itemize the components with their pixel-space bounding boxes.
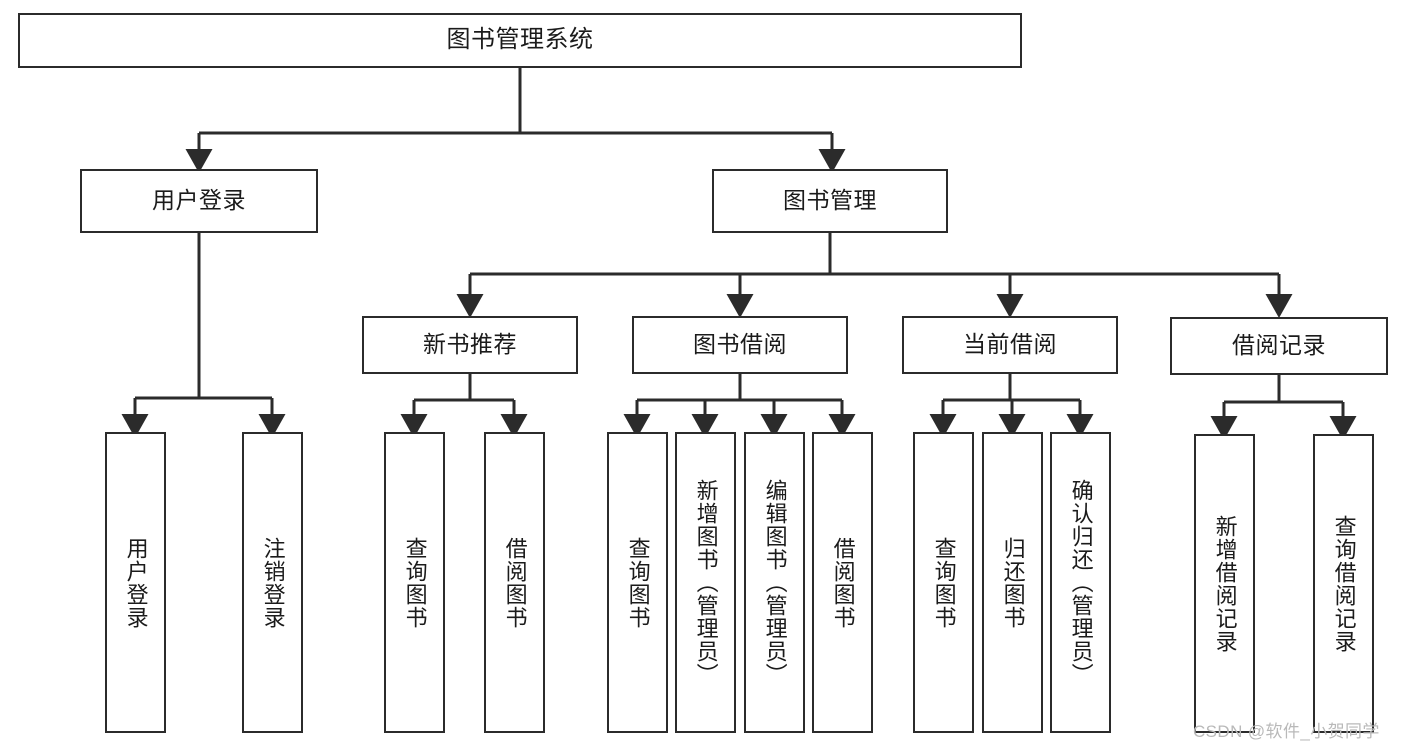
leaf-new-book-query[interactable]: 查询图书 <box>384 432 445 733</box>
leaf-book-borrow-add[interactable]: 新增图书（管理员） <box>675 432 736 733</box>
leaf-new-book-borrow[interactable]: 借阅图书 <box>484 432 545 733</box>
node-borrow-record[interactable]: 借阅记录 <box>1170 317 1388 375</box>
node-user-login[interactable]: 用户登录 <box>80 169 318 233</box>
leaf-current-borrow-confirm-return[interactable]: 确认归还（管理员） <box>1050 432 1111 733</box>
leaf-book-borrow-query[interactable]: 查询图书 <box>607 432 668 733</box>
node-book-management[interactable]: 图书管理 <box>712 169 948 233</box>
node-label: 用户登录 <box>152 187 246 214</box>
leaf-borrow-record-add[interactable]: 新增借阅记录 <box>1194 434 1255 733</box>
node-current-borrow[interactable]: 当前借阅 <box>902 316 1118 374</box>
leaf-label: 归还图书 <box>1000 536 1026 629</box>
leaf-borrow-record-query[interactable]: 查询借阅记录 <box>1313 434 1374 733</box>
leaf-label: 查询借阅记录 <box>1331 514 1357 653</box>
leaf-label: 借阅图书 <box>830 536 856 629</box>
leaf-book-borrow-borrow[interactable]: 借阅图书 <box>812 432 873 733</box>
leaf-label: 查询图书 <box>402 536 428 629</box>
node-root-system[interactable]: 图书管理系统 <box>18 13 1022 68</box>
node-label: 图书管理 <box>783 187 877 214</box>
leaf-label: 借阅图书 <box>502 536 528 629</box>
leaf-label: 确认归还（管理员） <box>1068 479 1094 686</box>
leaf-label: 注销登录 <box>260 536 286 629</box>
node-label: 当前借阅 <box>963 331 1057 358</box>
node-new-book-recommend[interactable]: 新书推荐 <box>362 316 578 374</box>
node-label: 新书推荐 <box>423 331 517 358</box>
leaf-label: 查询图书 <box>931 536 957 629</box>
leaf-book-borrow-edit[interactable]: 编辑图书（管理员） <box>744 432 805 733</box>
node-label: 借阅记录 <box>1232 332 1326 359</box>
leaf-user-login-login[interactable]: 用户登录 <box>105 432 166 733</box>
leaf-label: 查询图书 <box>625 536 651 629</box>
leaf-label: 用户登录 <box>123 536 149 629</box>
leaf-label: 新增图书（管理员） <box>693 479 719 686</box>
leaf-current-borrow-query[interactable]: 查询图书 <box>913 432 974 733</box>
node-book-borrow[interactable]: 图书借阅 <box>632 316 848 374</box>
node-label: 图书管理系统 <box>446 26 594 54</box>
leaf-label: 新增借阅记录 <box>1212 514 1238 653</box>
leaf-label: 编辑图书（管理员） <box>762 479 788 686</box>
watermark-text: CSDN @软件_小贺同学 <box>1193 722 1380 741</box>
node-label: 图书借阅 <box>693 331 787 358</box>
leaf-user-login-logout[interactable]: 注销登录 <box>242 432 303 733</box>
leaf-current-borrow-return[interactable]: 归还图书 <box>982 432 1043 733</box>
